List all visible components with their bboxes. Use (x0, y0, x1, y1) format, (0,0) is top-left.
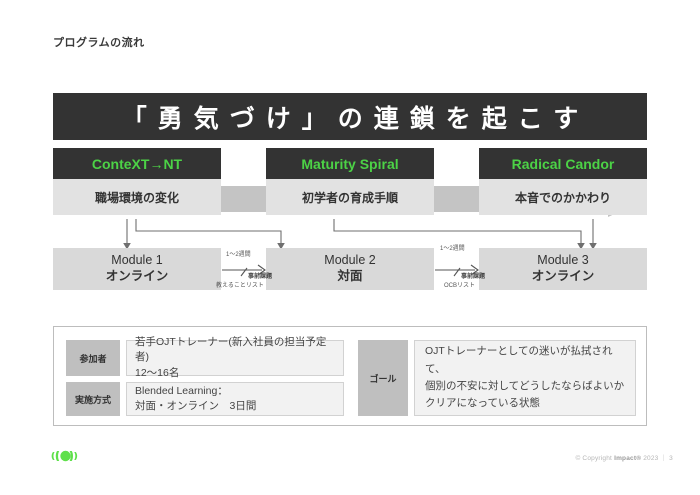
pillar-sub-label-2: 初学者の育成手順 (301, 190, 398, 205)
pillar-sub-1: 職場環境の変化 (53, 179, 221, 215)
info-row-2-label: 実施方式 (66, 382, 120, 416)
pillar-head-3: Radical Candor (479, 148, 647, 179)
info-row-1-label: 参加者 (66, 340, 120, 376)
goal-line-1: OJTトレーナーとしての迷いが払拭されて、 (425, 345, 613, 375)
module-1: Module 1 オンライン (53, 248, 221, 290)
pillar-radical-candor: Radical Candor 本音でのかかわり (479, 148, 647, 215)
info-table: 参加者 若手OJTトレーナー(新入社員の担当予定者) 12〜16名 実施方式 B… (53, 326, 647, 426)
pillar-maturity-spiral: Maturity Spiral 初学者の育成手順 (266, 148, 434, 215)
goal-line-3: クリアになっている状態 (425, 397, 540, 410)
connector-1-sub: 教えることリスト (216, 283, 264, 289)
pillar-head-2: Maturity Spiral (266, 148, 434, 179)
module-2-line2: 対面 (337, 269, 363, 283)
goal-label: ゴール (358, 340, 408, 416)
module-1-line1: Module 1 (111, 253, 163, 268)
goal-line-2: 個別の不安に対してどうしたならばよいか (425, 380, 625, 392)
info-row-1-value-line2: 12〜16名 (135, 366, 180, 379)
copyright-brand: Impact® (614, 455, 642, 462)
connector-2-task: 事前課題 (461, 274, 486, 280)
page-title: プログラムの流れ (53, 37, 145, 49)
headline-banner: 「勇気づけ」の連鎖を起こす (53, 93, 647, 140)
module-2: Module 2 対面 (266, 248, 434, 290)
module-3-line2: オンライン (531, 269, 595, 283)
module-1-line2: オンライン (105, 269, 169, 283)
info-row-2-value-line1: Blended Learning： (135, 384, 228, 397)
connector-1-weeks: 1〜2週間 (226, 252, 251, 258)
brand-logo-icon (51, 450, 78, 462)
pillar-context-nt: ConteXT→NT 職場環境の変化 (53, 148, 221, 215)
pillar-head-label-3: Radical Candor (511, 155, 615, 172)
info-row-1-value-line1: 若手OJTトレーナー(新入社員の担当予定者) (135, 336, 327, 364)
pillar-sub-2: 初学者の育成手順 (266, 179, 434, 215)
connector-1-task: 事前課題 (248, 274, 273, 280)
pillar-sub-label-3: 本音でのかかわり (514, 190, 611, 205)
module-2-line1: Module 2 (324, 253, 376, 268)
pillar-group: ConteXT→NT 職場環境の変化 Maturity Spiral 初学者の育… (53, 148, 647, 219)
info-row-2-value-line2: 対面・オンライン 3日間 (135, 400, 257, 412)
connector-2-weeks: 1〜2週間 (440, 246, 465, 252)
pillar-head-label-2: Maturity Spiral (301, 155, 399, 172)
pillar-head-label-1: ConteXT→NT (91, 155, 183, 172)
pillar-sub-3: 本音でのかかわり (479, 179, 647, 215)
copyright-suffix: 2023 ｜ 3 (641, 455, 673, 462)
goal-value: OJTトレーナーとしての迷いが払拭されて、 個別の不安に対してどうしたならばよい… (414, 340, 636, 416)
info-row-1-value: 若手OJTトレーナー(新入社員の担当予定者) 12〜16名 (126, 336, 344, 379)
module-group: Module 1 オンライン Module 2 対面 Module 3 オンライ… (53, 248, 647, 290)
pillar-head-1: ConteXT→NT (53, 148, 221, 179)
pillar-sub-label-1: 職場環境の変化 (94, 190, 179, 205)
copyright-text: © Copyright Impact® 2023 ｜ 3 (575, 452, 673, 462)
module-3: Module 3 オンライン (479, 248, 647, 290)
headline-text: 「勇気づけ」の連鎖を起こす (121, 104, 590, 133)
module-3-line1: Module 3 (537, 253, 589, 268)
info-row-2-value: Blended Learning： 対面・オンライン 3日間 (126, 382, 344, 416)
copyright-prefix: © Copyright (575, 455, 615, 462)
connector-2-sub: OCBリスト (444, 283, 476, 289)
